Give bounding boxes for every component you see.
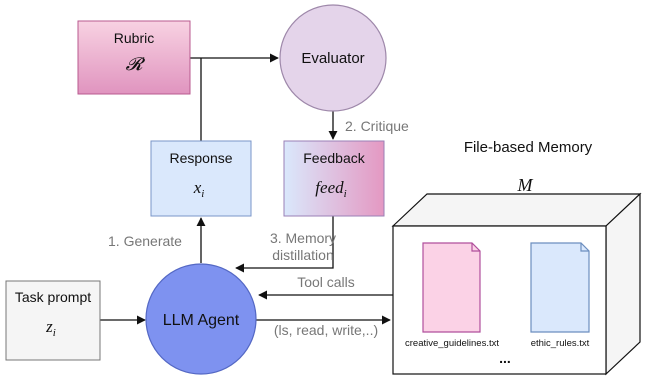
memory-container: creative_guidelines.txt ethic_rules.txt …	[391, 192, 642, 376]
task-prompt-label: Task prompt	[15, 289, 91, 305]
task-prompt-symbol-base: z	[45, 317, 53, 336]
file-name-ethic-rules: ethic_rules.txt	[531, 338, 590, 349]
task-prompt-node: Task prompt zi	[5, 280, 101, 361]
memory-distillation-label-line2: distillation	[272, 247, 333, 263]
llm-agent-label: LLM Agent	[163, 312, 240, 329]
document-icon-pink	[422, 242, 481, 333]
memory-distillation-label-line1: 3. Memory	[270, 230, 336, 246]
rubric-symbol: 𝓡	[126, 54, 146, 74]
response-symbol-base: x	[193, 178, 202, 197]
memory-symbol: M	[517, 175, 534, 195]
critique-label: 2. Critique	[345, 118, 409, 134]
memory-box-side	[605, 192, 641, 376]
edges	[100, 53, 393, 325]
rubric-label: Rubric	[114, 30, 154, 46]
memory-title: File-based Memory	[464, 139, 593, 156]
task-prompt-symbol-subscript: i	[53, 327, 56, 339]
rubric-node: Rubric 𝓡	[77, 20, 191, 95]
file-creative-guidelines[interactable]: creative_guidelines.txt	[405, 242, 499, 349]
tool-calls-label-line2: (ls, read, write,..)	[274, 322, 378, 338]
response-node: Response xi	[150, 140, 252, 217]
task-prompt-symbol: zi	[45, 317, 56, 339]
evaluator-label: Evaluator	[301, 50, 364, 67]
feedback-symbol-base: feed	[315, 178, 344, 197]
feedback-symbol: feedi	[315, 178, 346, 200]
edge-feedback-to-agent	[235, 216, 334, 273]
file-ethic-rules[interactable]: ethic_rules.txt	[530, 242, 590, 349]
more-files-ellipsis: ...	[499, 350, 511, 366]
generate-label: 1. Generate	[108, 233, 182, 249]
tool-calls-label-line1: Tool calls	[297, 274, 355, 290]
file-name-creative-guidelines: creative_guidelines.txt	[405, 338, 499, 349]
feedback-label: Feedback	[303, 150, 365, 166]
document-icon-blue	[530, 242, 590, 333]
response-label: Response	[169, 150, 232, 166]
response-symbol: xi	[193, 178, 205, 200]
memory-box-top	[391, 193, 642, 227]
llm-agent-node: LLM Agent	[145, 263, 257, 375]
feedback-node: Feedback feedi	[283, 140, 385, 217]
feedback-symbol-subscript: i	[344, 188, 347, 200]
response-symbol-subscript: i	[201, 188, 204, 200]
evaluator-node: Evaluator	[279, 4, 387, 112]
